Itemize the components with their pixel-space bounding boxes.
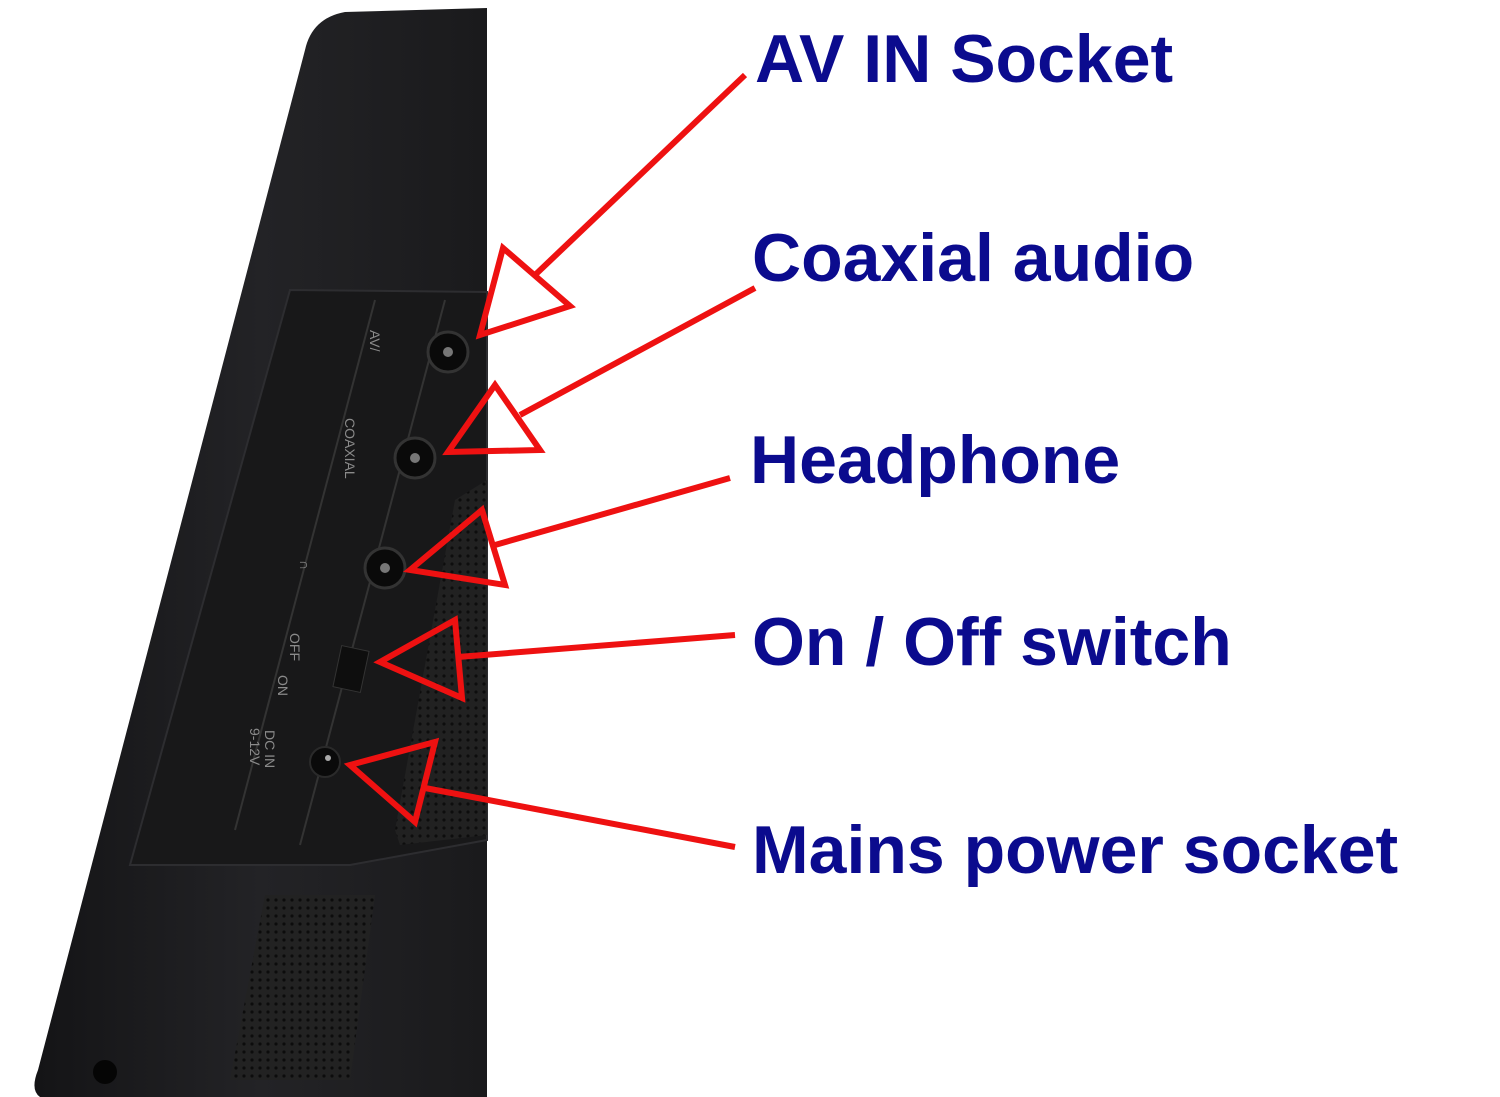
arrow-coaxial [442, 285, 757, 456]
arrow-mains [343, 737, 736, 850]
power-switch [332, 644, 370, 694]
label-coaxial-audio: Coaxial audio [752, 220, 1195, 296]
marking-on: ON [275, 675, 291, 696]
marking-av: AV/ [367, 330, 383, 352]
headphone-icon: ∩ [297, 560, 313, 570]
label-on-off-switch: On / Off switch [752, 604, 1232, 680]
headphone-jack [363, 546, 407, 590]
coaxial-jack [393, 436, 437, 480]
label-headphone: Headphone [750, 422, 1121, 498]
speaker-grill [230, 895, 375, 1080]
arrow-headphone [402, 475, 731, 589]
av-in-jack [426, 330, 470, 374]
label-mains-power-socket: Mains power socket [752, 812, 1399, 888]
dc-in-socket [309, 746, 341, 778]
foot-hole [93, 1060, 117, 1084]
marking-dc-in: DC IN [262, 730, 278, 768]
arrow-av-in [475, 72, 748, 340]
marking-voltage: 9-12V [247, 728, 263, 766]
side-grill [395, 480, 487, 845]
label-av-in-socket: AV IN Socket [755, 21, 1174, 97]
arrow-switch [373, 615, 736, 703]
marking-coaxial: COAXIAL [342, 418, 358, 479]
port-panel [128, 288, 488, 866]
marking-off: OFF [287, 633, 303, 661]
